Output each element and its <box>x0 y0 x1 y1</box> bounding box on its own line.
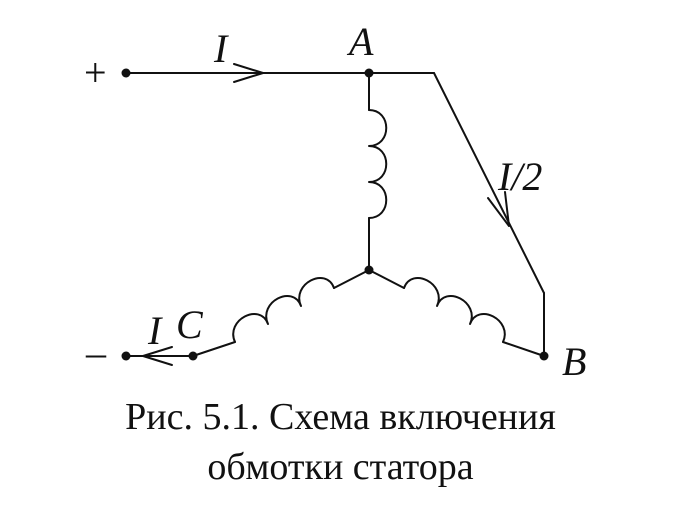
caption-line-2: обмотки статора <box>207 446 474 488</box>
phase-c-lead <box>333 269 370 289</box>
node-a-label: A <box>346 19 374 64</box>
terminal-minus-dot <box>121 351 131 361</box>
stator-winding-diagram: + – I A I/2 B C I <box>84 19 586 384</box>
plus-terminal-label: + <box>84 50 107 95</box>
phase-b-coil <box>403 277 506 343</box>
half-current-label: I/2 <box>497 154 542 199</box>
node-b-label: B <box>562 339 586 384</box>
figure-caption: Рис. 5.1. Схема включения обмотки статор… <box>0 392 681 492</box>
diagonal-wire <box>433 72 545 294</box>
node-c-dot <box>188 351 198 361</box>
node-b-dot <box>539 351 549 361</box>
phase-a-coil <box>368 109 388 219</box>
minus-terminal-label: – <box>85 330 107 375</box>
half-current-arrow <box>487 191 510 227</box>
caption-line-1: Рис. 5.1. Схема включения <box>125 396 556 438</box>
output-current-arrow <box>142 346 173 366</box>
output-current-label: I <box>147 308 163 353</box>
node-c-label: C <box>176 302 204 347</box>
terminal-plus-dot <box>121 68 131 78</box>
phase-c-tail <box>192 341 236 357</box>
input-current-label: I <box>213 26 229 71</box>
node-a-dot <box>364 68 374 78</box>
neutral-node-dot <box>364 265 374 275</box>
input-current-arrow <box>233 63 264 83</box>
phase-c-coil <box>232 277 335 343</box>
phase-b-lead <box>368 269 405 289</box>
phase-b-tail <box>502 341 545 357</box>
